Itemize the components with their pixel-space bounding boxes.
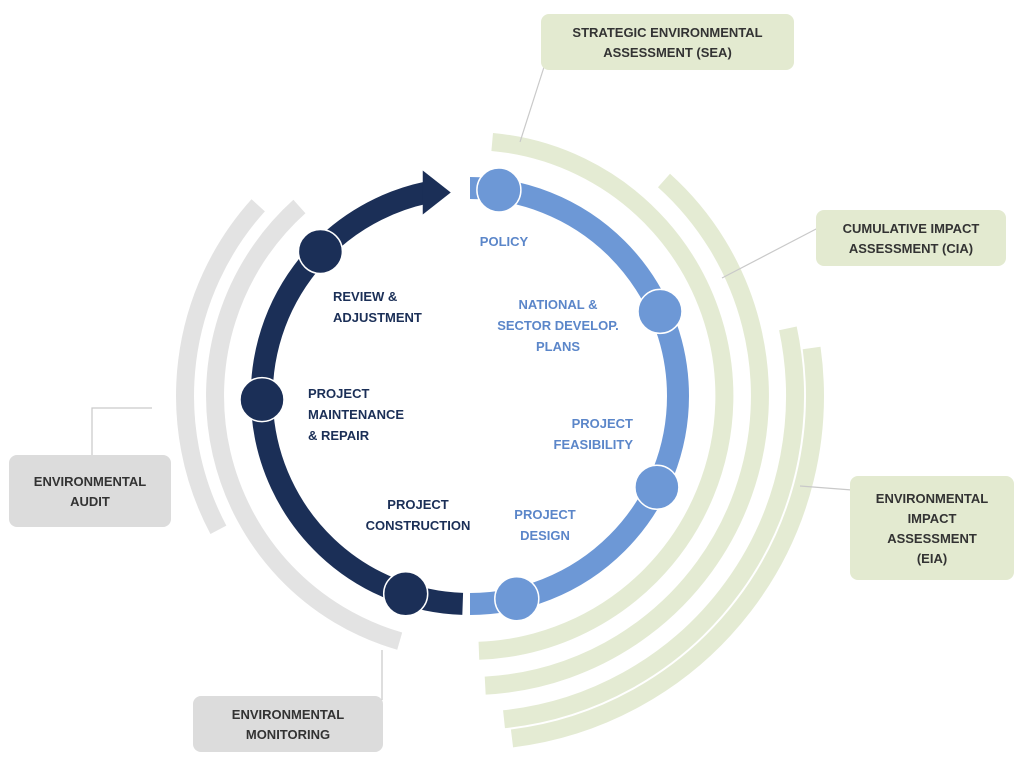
- box-label-line: MONITORING: [246, 727, 330, 742]
- cia-box-background: [816, 210, 1006, 266]
- sea-box-label: STRATEGIC ENVIRONMENTAL ASSESSMENT (SEA): [572, 25, 762, 60]
- stage-label-line: REVIEW &: [333, 289, 397, 304]
- stage-label-line: ADJUSTMENT: [333, 310, 422, 325]
- eia-box: ENVIRONMENTAL IMPACT ASSESSMENT (EIA): [850, 476, 1014, 580]
- stage-labels-layer: POLICY NATIONAL & SECTOR DEVELOP. PLANS PROJ…: [308, 234, 633, 543]
- outer-arcs-layer: [176, 133, 824, 748]
- stage-node-construction: [382, 571, 429, 617]
- box-label-line: AUDIT: [70, 494, 110, 509]
- stage-label-line: SECTOR DEVELOP.: [497, 318, 619, 333]
- cycle-arrowhead: [422, 170, 451, 215]
- monitoring-box-background: [193, 696, 383, 752]
- box-label-line: CUMULATIVE IMPACT: [843, 221, 980, 236]
- sea-coverage-arc: [478, 133, 734, 660]
- eia-coverage-arc-1: [503, 326, 804, 729]
- cia-leader-line: [721, 227, 819, 279]
- assessment-boxes-layer: STRATEGIC ENVIRONMENTAL ASSESSMENT (SEA) C…: [9, 14, 1014, 752]
- box-label-line: STRATEGIC ENVIRONMENTAL: [572, 25, 762, 40]
- sea-leader-line: [519, 66, 545, 143]
- eia-box-label: ENVIRONMENTAL IMPACT ASSESSMENT (EIA): [876, 491, 988, 566]
- stage-node-policy: [476, 167, 522, 213]
- eia-box-background: [850, 476, 1014, 580]
- cia-coverage-arc: [484, 173, 769, 695]
- eia-coverage-arc-2: [510, 346, 824, 748]
- stage-node-design: [494, 575, 540, 622]
- stage-nodes-layer: [239, 167, 683, 622]
- box-label-line: (EIA): [917, 551, 947, 566]
- audit-box: ENVIRONMENTAL AUDIT: [9, 455, 171, 527]
- box-label-line: ENVIRONMENTAL: [876, 491, 988, 506]
- audit-box-label: ENVIRONMENTAL AUDIT: [34, 474, 146, 509]
- stage-label-line: PROJECT: [514, 507, 575, 522]
- box-label-line: ASSESSMENT: [887, 531, 977, 546]
- stage-label-line: CONSTRUCTION: [366, 518, 471, 533]
- monitoring-coverage-arc: [206, 199, 403, 650]
- sea-box: STRATEGIC ENVIRONMENTAL ASSESSMENT (SEA): [541, 14, 794, 70]
- stage-label-review: REVIEW & ADJUSTMENT: [333, 289, 422, 325]
- eia-leader-line: [799, 485, 853, 491]
- cia-box-label: CUMULATIVE IMPACT ASSESSMENT (CIA): [843, 221, 980, 256]
- stage-label-design: PROJECT DESIGN: [514, 507, 575, 543]
- stage-label-line: PROJECT: [308, 386, 369, 401]
- stage-label-policy: POLICY: [480, 234, 529, 249]
- stage-label-line: PROJECT: [572, 416, 633, 431]
- stage-label-line: & REPAIR: [308, 428, 370, 443]
- stage-label-construction: PROJECT CONSTRUCTION: [366, 497, 471, 533]
- stage-label-line: DESIGN: [520, 528, 570, 543]
- stage-label-line: POLICY: [480, 234, 529, 249]
- box-label-line: ASSESSMENT (CIA): [849, 241, 973, 256]
- leader-lines-layer: [91, 66, 853, 700]
- audit-box-background: [9, 455, 171, 527]
- monitoring-box-label: ENVIRONMENTAL MONITORING: [232, 707, 344, 742]
- stage-label-line: PROJECT: [387, 497, 448, 512]
- box-label-line: ENVIRONMENTAL: [34, 474, 146, 489]
- sea-box-background: [541, 14, 794, 70]
- stage-node-review: [297, 228, 344, 275]
- box-label-line: IMPACT: [908, 511, 957, 526]
- stage-label-feasibility: PROJECT FEASIBILITY: [554, 416, 634, 452]
- stage-label-maintenance: PROJECT MAINTENANCE & REPAIR: [308, 386, 404, 443]
- stage-label-line: FEASIBILITY: [554, 437, 634, 452]
- planning-phase-arc: [469, 177, 689, 615]
- cia-box: CUMULATIVE IMPACT ASSESSMENT (CIA): [816, 210, 1006, 266]
- stage-node-plans: [637, 288, 683, 335]
- stage-node-maintenance: [239, 376, 285, 423]
- audit-coverage-arc: [176, 199, 265, 535]
- stage-label-plans: NATIONAL & SECTOR DEVELOP. PLANS: [497, 297, 619, 354]
- monitoring-box: ENVIRONMENTAL MONITORING: [193, 696, 383, 752]
- audit-leader-line: [91, 407, 152, 455]
- box-label-line: ENVIRONMENTAL: [232, 707, 344, 722]
- box-label-line: ASSESSMENT (SEA): [603, 45, 732, 60]
- stage-label-line: NATIONAL &: [519, 297, 598, 312]
- stage-label-line: MAINTENANCE: [308, 407, 404, 422]
- stage-label-line: PLANS: [536, 339, 580, 354]
- stage-node-feasibility: [634, 464, 680, 510]
